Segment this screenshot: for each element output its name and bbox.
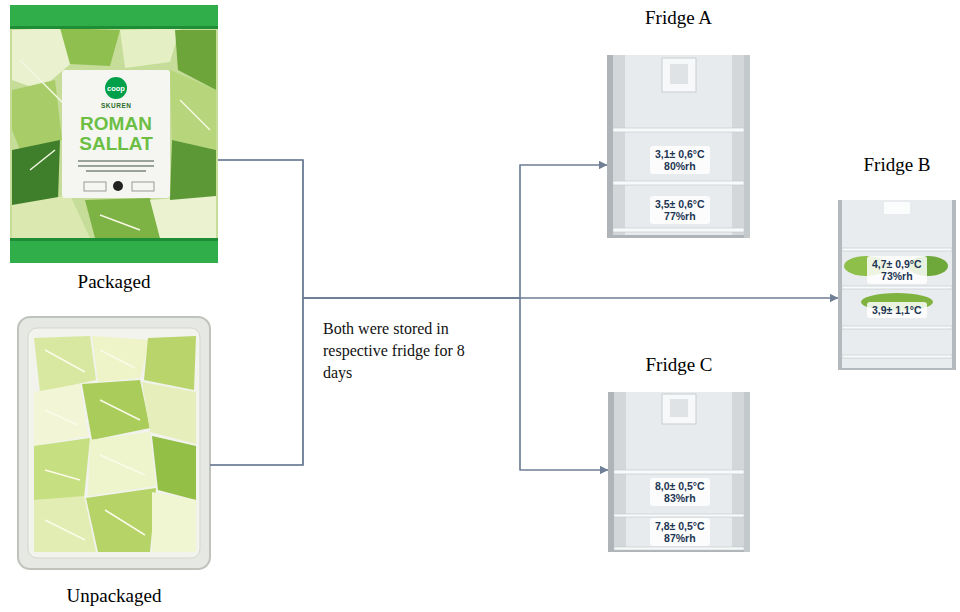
picture-caption: Fridge A [607,7,750,29]
temperature-label: 4,7± 0,9°C73%rh [867,256,927,284]
reading-text: 87%rh [655,532,705,544]
caption-text: Unpackaged [18,585,210,607]
connector-arrow [218,160,838,298]
reading-text: 3,5± 0,6°C [655,198,705,210]
temperature-label: 8,0± 0,5°C83%rh [650,478,710,506]
reading-text: 80%rh [655,160,705,172]
picture-caption: Fridge C [608,354,750,376]
reading-text: 83%rh [655,492,705,504]
caption-text: Fridge A [607,7,750,29]
fridge-c-photo [608,392,750,552]
packaged-salad-bag [10,5,218,263]
caption-text: Fridge B [838,154,956,176]
temperature-label: 3,5± 0,6°C77%rh [650,196,710,224]
text-label: SKUREN [101,102,131,109]
reading-text: 3,9± 1,1°C [872,304,922,316]
connector-arrow [210,165,607,465]
picture-node: Fridge C8,0± 0,5°C83%rh7,8± 0,5°C87%rh [608,392,750,552]
picture-node: Unpackaged [18,317,210,569]
fridge-b-photo [838,200,956,370]
reading-text: 3,1± 0,6°C [655,148,705,160]
text-label: ROMAN SALLAT [74,114,158,154]
unpackaged-salad-tray [18,317,210,569]
reading-text: 73%rh [872,270,922,282]
caption-text: Packaged [10,271,218,293]
text-label: Both were stored in respective fridge fo… [323,318,471,384]
picture-node: Fridge B4,7± 0,9°C73%rh3,9± 1,1°C [838,200,956,370]
picture-caption: Packaged [10,271,218,293]
connector-arrow [218,160,608,470]
connector-arrow [218,160,607,298]
reading-text: 7,8± 0,5°C [655,520,705,532]
caption-text: Fridge C [608,354,750,376]
picture-node: Fridge A3,1± 0,6°C80%rh3,5± 0,6°C77%rh [607,55,750,238]
connector-arrow [210,298,608,470]
reading-text: 8,0± 0,5°C [655,480,705,492]
reading-text: 4,7± 0,9°C [872,258,922,270]
temperature-label: 3,9± 1,1°C [867,302,927,318]
picture-caption: Fridge B [838,154,956,176]
fridge-a-photo [607,55,750,238]
text-label: coop [107,84,125,93]
reading-text: 77%rh [655,210,705,222]
temperature-label: 7,8± 0,5°C87%rh [650,518,710,546]
temperature-label: 3,1± 0,6°C80%rh [650,146,710,174]
connector-arrow [210,298,838,465]
picture-caption: Unpackaged [18,585,210,607]
